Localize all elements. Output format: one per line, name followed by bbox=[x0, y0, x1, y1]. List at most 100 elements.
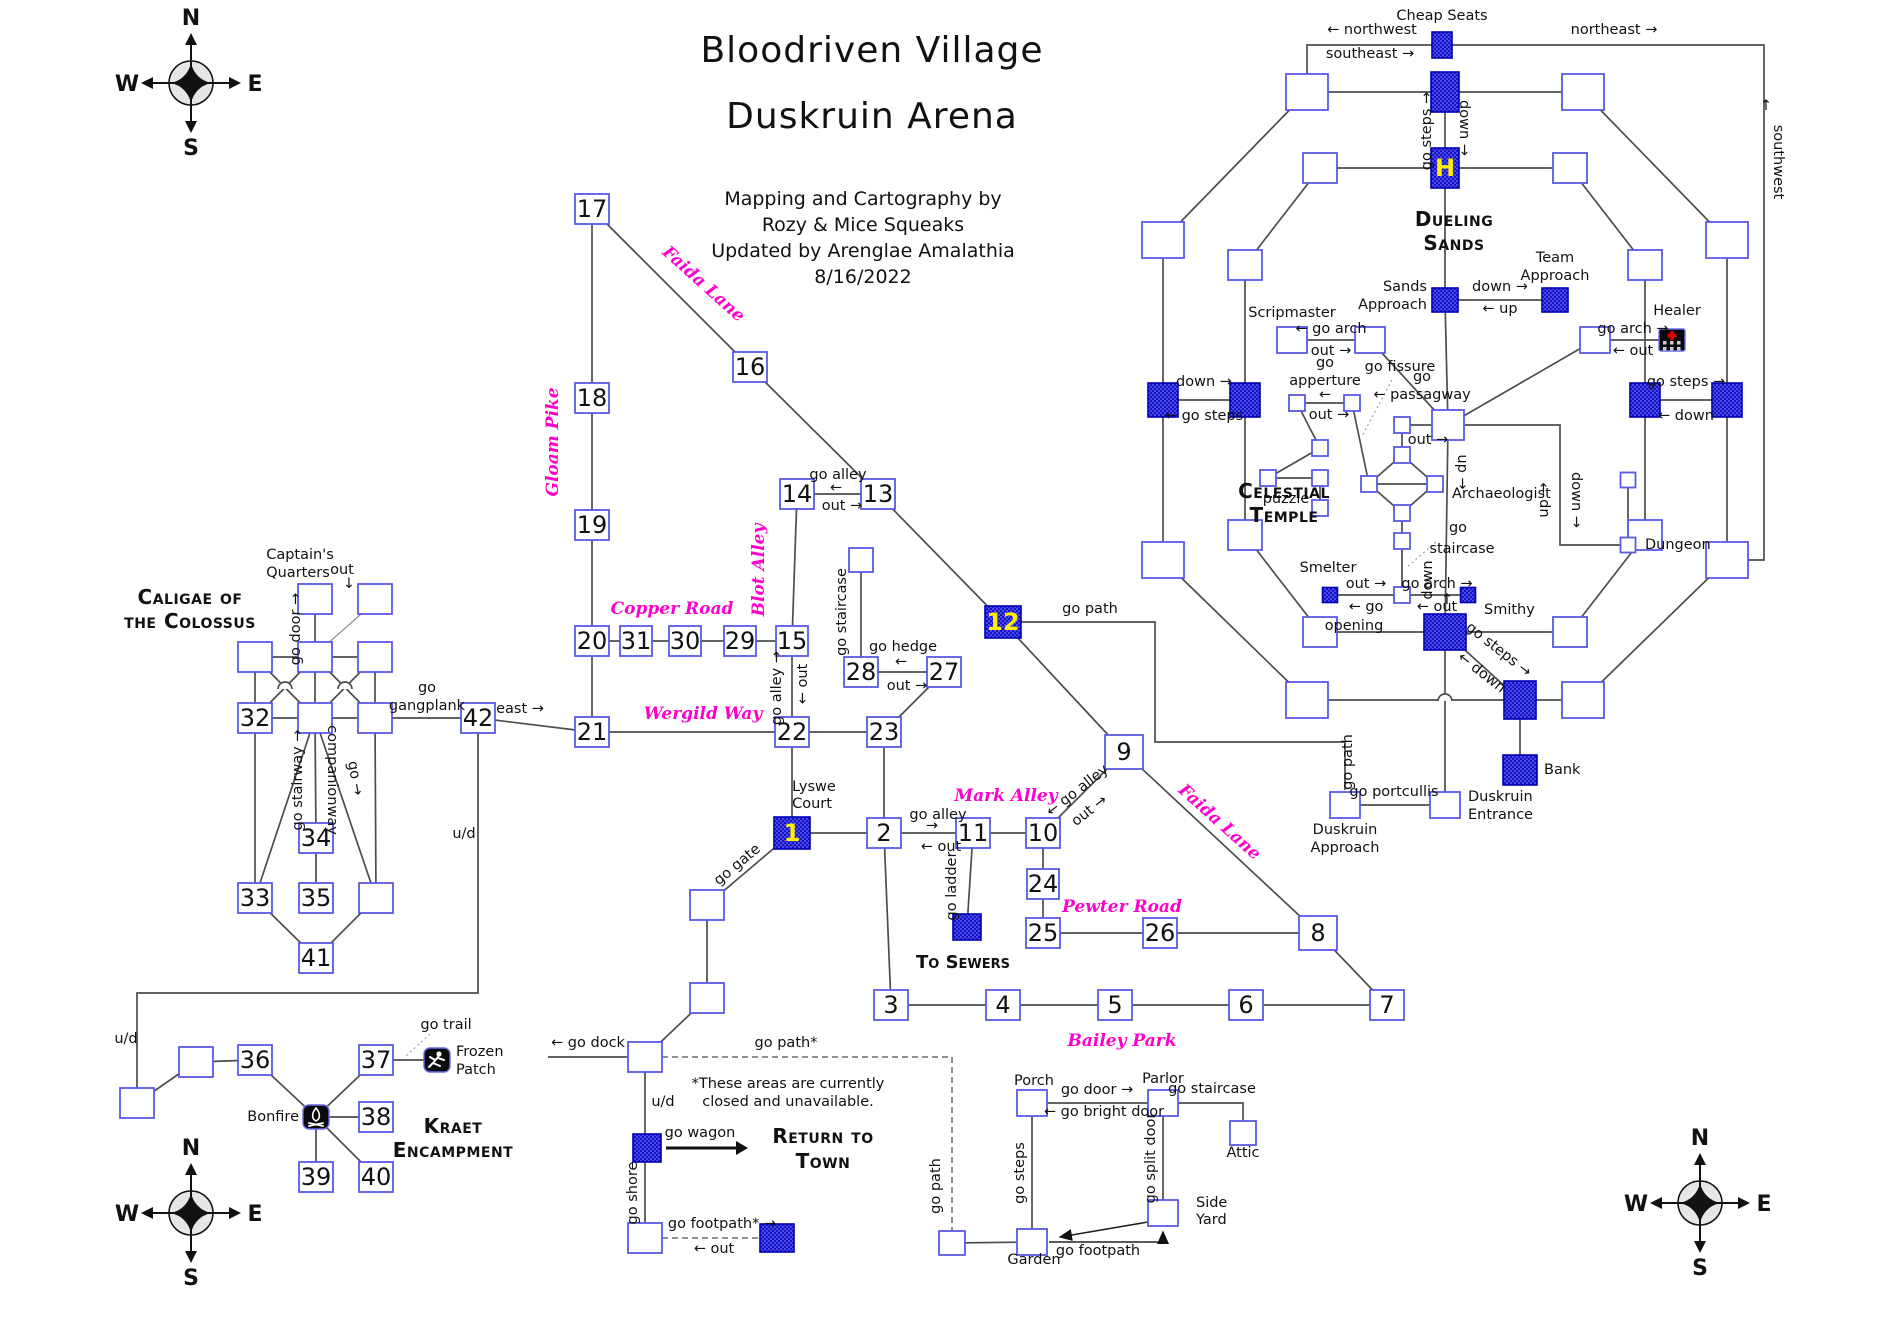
label-updated-by-arenglae-amalathia: Updated by Arenglae Amalathia bbox=[711, 240, 1015, 262]
room-C bbox=[1431, 409, 1465, 441]
label-go-alley: go alley bbox=[909, 807, 967, 823]
label-rozy-mice-squeaks: Rozy & Mice Squeaks bbox=[762, 214, 964, 236]
map-edge bbox=[314, 717, 377, 899]
room-12 bbox=[984, 605, 1022, 639]
room-parlor bbox=[1147, 1089, 1179, 1117]
room-obbottom bbox=[1503, 680, 1537, 720]
label-southwest: southwest bbox=[1770, 125, 1786, 200]
room-18-label: 18 bbox=[577, 384, 608, 412]
label-lyswe: Lyswe bbox=[792, 779, 836, 795]
room-cm3 bbox=[297, 702, 333, 734]
label-go-footpath: go footpath bbox=[1056, 1243, 1140, 1259]
room-dungeon bbox=[1619, 536, 1637, 554]
room-36-label: 36 bbox=[240, 1046, 271, 1074]
room-scB bbox=[1276, 326, 1308, 354]
label-out: out bbox=[330, 562, 354, 578]
label-go-steps: go steps → bbox=[1419, 92, 1435, 170]
label-team: Team bbox=[1535, 250, 1574, 266]
map-edge bbox=[254, 717, 316, 899]
room-ine bbox=[1552, 152, 1588, 184]
label-go-split-door: go split door bbox=[1143, 1113, 1159, 1204]
room-teamA bbox=[1541, 287, 1569, 313]
room-obleft bbox=[1147, 382, 1179, 418]
label-go-staircase: go staircase bbox=[1168, 1081, 1256, 1097]
map-edge bbox=[1002, 621, 1125, 753]
label-faida-lane: Faida Lane bbox=[1173, 780, 1264, 865]
room-40 bbox=[358, 1161, 394, 1193]
room-cq bbox=[297, 583, 333, 615]
room-16-label: 16 bbox=[735, 353, 766, 381]
healer-icon bbox=[1658, 328, 1686, 352]
room-iw2 bbox=[1227, 519, 1263, 551]
map-edge bbox=[374, 717, 377, 899]
room-22-label: 22 bbox=[777, 718, 808, 746]
room-13 bbox=[860, 478, 896, 510]
map-edge bbox=[749, 366, 879, 495]
label-bank: Bank bbox=[1544, 762, 1581, 778]
map-edge bbox=[1569, 167, 1646, 266]
label-opening: opening bbox=[1325, 618, 1384, 634]
healer-window bbox=[1663, 347, 1667, 351]
room-isw bbox=[1302, 616, 1338, 648]
label-down: down → bbox=[1472, 279, 1528, 295]
label-temple: Temple bbox=[1250, 503, 1319, 527]
label-go: ← go bbox=[1349, 599, 1384, 615]
room-42 bbox=[460, 702, 496, 734]
label-northwest: ← northwest bbox=[1327, 22, 1417, 38]
healer-window bbox=[1670, 347, 1674, 351]
label-out: out → bbox=[1346, 576, 1387, 592]
room-sideyard bbox=[1147, 1199, 1179, 1227]
label-up: up → bbox=[1454, 454, 1470, 489]
compass-arrowhead bbox=[1694, 1241, 1706, 1253]
label-archaeologist: Archaeologist bbox=[1452, 486, 1551, 502]
label-out: out → bbox=[1309, 407, 1350, 423]
room-17 bbox=[574, 193, 610, 225]
label-out: out → bbox=[1311, 343, 1352, 359]
room-29 bbox=[723, 625, 757, 657]
room-3-label: 3 bbox=[883, 991, 898, 1019]
room-sm1 bbox=[1393, 586, 1411, 604]
room-osw bbox=[1285, 681, 1329, 719]
label-captain-s: Captain's bbox=[266, 547, 334, 563]
compass-arrowhead bbox=[1694, 1153, 1706, 1165]
map-edge bbox=[1058, 1221, 1149, 1241]
room-12-label: 12 bbox=[986, 608, 1019, 636]
room-32 bbox=[237, 702, 273, 734]
frozen-patch-tile bbox=[423, 1047, 451, 1073]
room-15 bbox=[775, 625, 809, 657]
label-approach: Approach bbox=[1358, 297, 1427, 313]
room-ise bbox=[1552, 616, 1588, 648]
room-26 bbox=[1142, 917, 1178, 949]
label-out: ← out bbox=[795, 663, 811, 704]
room-garden bbox=[1016, 1228, 1048, 1256]
label-to-sewers: To Sewers bbox=[916, 952, 1010, 973]
map-edge bbox=[591, 208, 751, 368]
label-porch: Porch bbox=[1014, 1073, 1054, 1089]
label-puzzle: puzzle bbox=[1263, 491, 1310, 507]
compass-star bbox=[171, 63, 211, 103]
label-these-areas-are-currently: *These areas are currently bbox=[692, 1076, 885, 1092]
room-sewer bbox=[952, 913, 982, 941]
label-go-alley: go alley → bbox=[769, 651, 785, 725]
map-edge bbox=[1351, 402, 1370, 485]
room-24-label: 24 bbox=[1028, 870, 1059, 898]
exit-arrowhead bbox=[736, 1141, 748, 1155]
label-gangplank: gangplank bbox=[389, 698, 466, 714]
room-32-label: 32 bbox=[240, 704, 271, 732]
label-companionway: companionway bbox=[324, 725, 340, 835]
room-st2 bbox=[848, 547, 874, 573]
label-go: go bbox=[1449, 520, 1467, 536]
room-27 bbox=[926, 656, 962, 688]
label-go-steps: go steps bbox=[1012, 1142, 1028, 1204]
label-dungeon: Dungeon bbox=[1645, 537, 1711, 553]
room-ibright bbox=[1629, 382, 1661, 418]
room-27-label: 27 bbox=[929, 658, 960, 686]
map-edge bbox=[791, 493, 798, 642]
label-8-16-2022: 8/16/2022 bbox=[814, 266, 911, 288]
label-smithy: Smithy bbox=[1484, 602, 1535, 618]
label-bonfire: Bonfire bbox=[247, 1109, 299, 1125]
label-go-footpath: go footpath* → bbox=[668, 1216, 776, 1232]
map-edge bbox=[1444, 299, 1449, 426]
